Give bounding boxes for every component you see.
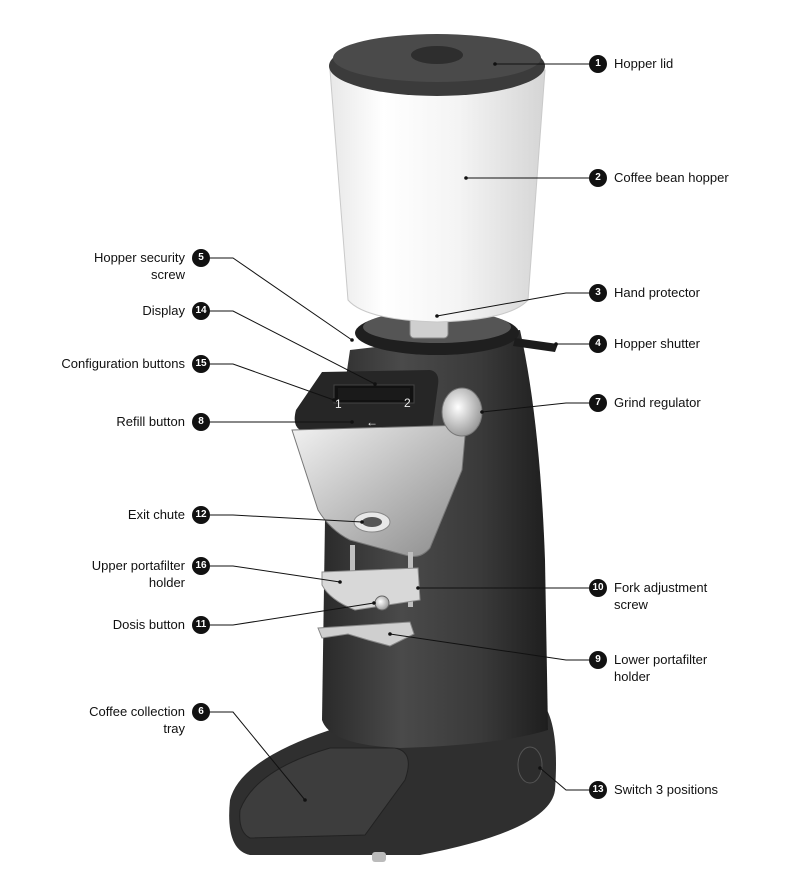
callout-number-3: 3 xyxy=(589,284,607,302)
leader-anchor-coffee-bean-hopper xyxy=(464,176,468,180)
callout-label-configuration-buttons: Configuration buttons xyxy=(61,356,185,371)
callout-label-hopper-lid: Hopper lid xyxy=(614,56,674,71)
leader-line-hopper-security-screw xyxy=(201,257,353,341)
leader-line-hand-protector xyxy=(436,292,598,317)
leader-anchor-refill-button xyxy=(350,420,354,424)
callout-number-14: 14 xyxy=(192,302,210,320)
callout-number-15: 15 xyxy=(192,355,210,373)
leader-anchor-exit-chute xyxy=(360,520,364,524)
leader-anchor-display xyxy=(373,382,377,386)
leader-anchor-grind-regulator xyxy=(480,410,484,414)
callout-number-5: 5 xyxy=(192,249,210,267)
leader-anchor-lower-portafilter-holder xyxy=(388,632,392,636)
lower-portafilter-holder xyxy=(317,621,415,647)
callout-label-dosis-button: Dosis button xyxy=(112,617,185,632)
switch-3-positions xyxy=(517,746,543,784)
leader-anchor-dosis-button xyxy=(372,601,376,605)
callout-number-7: 7 xyxy=(589,394,607,412)
leader-anchor-switch-3-positions xyxy=(538,766,542,770)
leader-anchor-hopper-lid xyxy=(493,62,497,66)
callout-number-4: 4 xyxy=(589,335,607,353)
lid-handle xyxy=(411,46,463,64)
callout-number-2: 2 xyxy=(589,169,607,187)
leader-anchor-hopper-shutter xyxy=(554,342,558,346)
callout-number-13: 13 xyxy=(589,781,607,799)
callout-label-grind-regulator: Grind regulator xyxy=(614,395,701,410)
callout-number-6: 6 xyxy=(192,703,210,721)
leader-anchor-hand-protector xyxy=(435,314,439,318)
display-readout xyxy=(338,388,410,400)
display-button-1: 1 xyxy=(335,397,342,411)
hopper xyxy=(329,69,546,323)
callout-number-8: 8 xyxy=(192,413,210,431)
callout-number-16: 16 xyxy=(192,557,210,575)
leader-line-configuration-buttons xyxy=(201,363,335,401)
leader-anchor-coffee-collection-tray xyxy=(303,798,307,802)
callout-number-9: 9 xyxy=(589,651,607,669)
leader-line-coffee-collection-tray xyxy=(201,711,306,801)
refill-arrow: ← xyxy=(366,415,378,429)
leader-line-dosis-button xyxy=(201,602,375,626)
tray-recess xyxy=(239,747,409,839)
leader-line-upper-portafilter-holder xyxy=(201,565,341,583)
leader-line-lower-portafilter-holder xyxy=(389,633,598,661)
leader-anchor-upper-portafilter-holder xyxy=(338,580,342,584)
leader-anchor-fork-adjustment-screw xyxy=(416,586,420,590)
leader-line-exit-chute xyxy=(201,514,363,523)
callout-label-hand-protector: Hand protector xyxy=(614,285,700,300)
foot xyxy=(372,852,386,862)
exit-chute-hole xyxy=(362,517,382,527)
callout-label-switch-3-positions: Switch 3 positions xyxy=(614,782,719,797)
leader-line-switch-3-positions xyxy=(539,767,598,791)
upper-portafilter-holder xyxy=(321,567,421,611)
callout-label-refill-button: Refill button xyxy=(116,414,185,429)
callout-label-display: Display xyxy=(142,303,185,318)
leader-line-grind-regulator xyxy=(481,402,598,413)
hopper-shutter xyxy=(513,338,558,352)
callout-number-11: 11 xyxy=(192,616,210,634)
display-button-2: 2 xyxy=(404,396,411,410)
leader-anchor-configuration-buttons xyxy=(332,398,336,402)
callout-number-12: 12 xyxy=(192,506,210,524)
leader-line-display xyxy=(201,310,376,385)
callout-label-coffee-bean-hopper: Coffee bean hopper xyxy=(614,170,729,185)
callout-label-exit-chute: Exit chute xyxy=(127,507,185,522)
callout-label-hopper-shutter: Hopper shutter xyxy=(614,336,700,351)
callout-number-10: 10 xyxy=(589,579,607,597)
callout-number-1: 1 xyxy=(589,55,607,73)
leader-anchor-hopper-security-screw xyxy=(350,338,354,342)
